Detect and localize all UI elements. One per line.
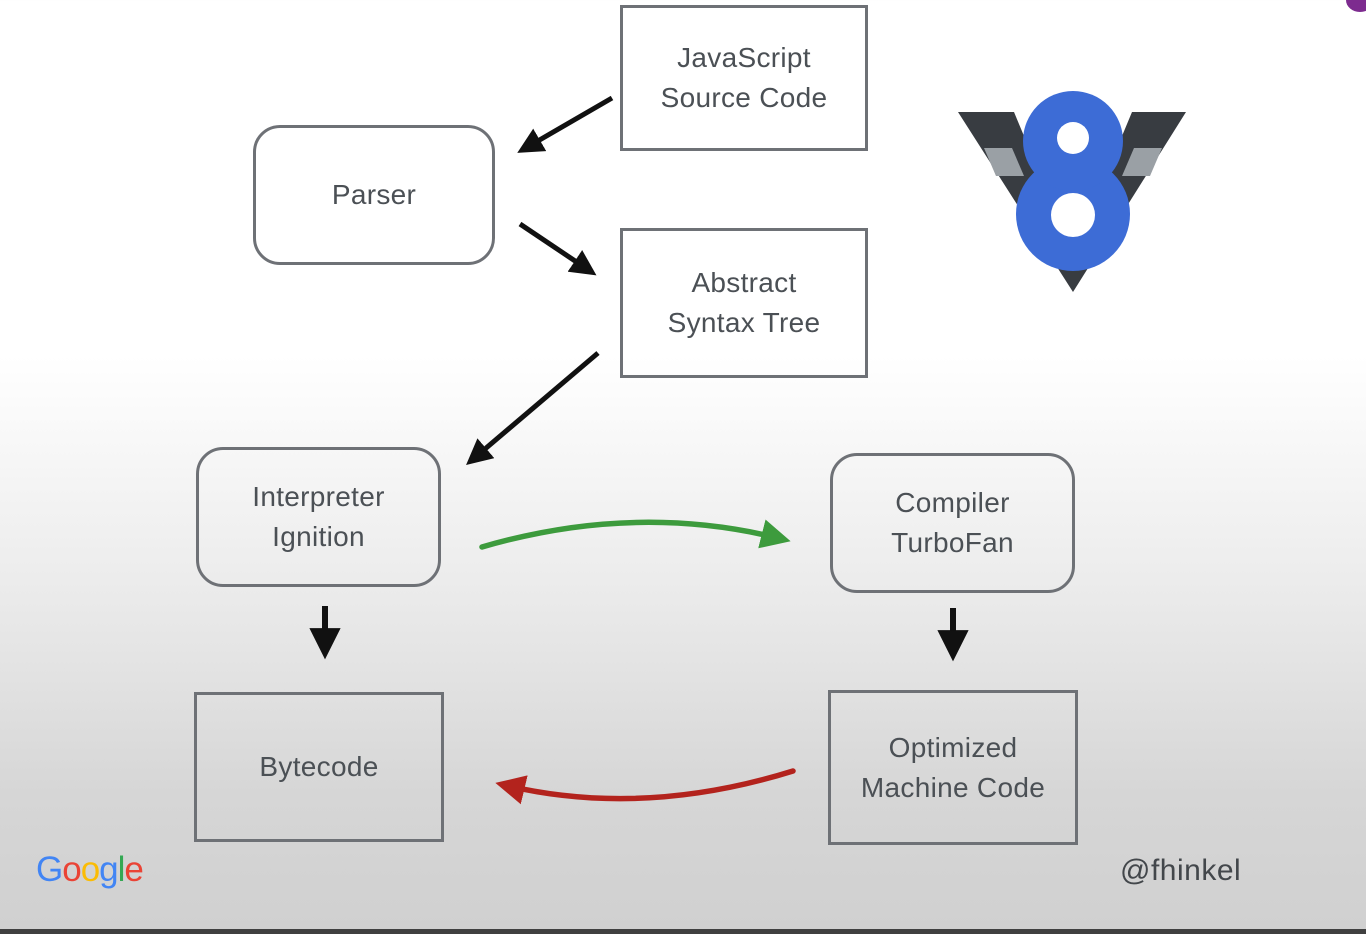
node-bytecode: Bytecode [194,692,444,842]
google-logo-letter: o [80,850,100,889]
node-optimized-machine-code: Optimized Machine Code [828,690,1078,845]
node-parser: Parser [253,125,495,265]
google-logo-letter: l [117,850,126,889]
node-interpreter-ignition: Interpreter Ignition [196,447,441,587]
node-abstract-syntax-tree: Abstract Syntax Tree [620,228,868,378]
v8-logo-eight-top [1023,91,1123,191]
v8-logo-right-accent [1122,148,1162,176]
arrow-interpreter-to-compiler [479,519,791,550]
v8-logo-left-accent [984,148,1024,176]
v8-logo-v-shape [958,112,1186,292]
arrow-optimized-to-bytecode [495,768,796,805]
google-logo-letter: g [99,850,118,889]
arrow-parser-to-ast [518,221,597,276]
v8-logo-eight-bottom-hole [1051,193,1095,237]
arrow-source-to-parser [517,95,614,153]
v8-logo [958,91,1186,292]
google-logo-letter: o [62,850,81,889]
v8-logo-eight-top-hole [1057,122,1089,154]
google-logo-letter: e [124,850,143,889]
arrow-ast-to-interpreter [466,351,600,466]
node-compiler-turbofan: Compiler TurboFan [830,453,1075,593]
bottom-edge-bar [0,929,1366,934]
v8-logo-eight-bottom [1016,157,1130,271]
google-logo-letter: G [36,850,63,889]
node-javascript-source-code: JavaScript Source Code [620,5,868,151]
purple-dot-overlay [1346,0,1366,12]
speaker-twitter-handle: @fhinkel [1120,854,1242,887]
google-logo: Google [36,850,144,890]
